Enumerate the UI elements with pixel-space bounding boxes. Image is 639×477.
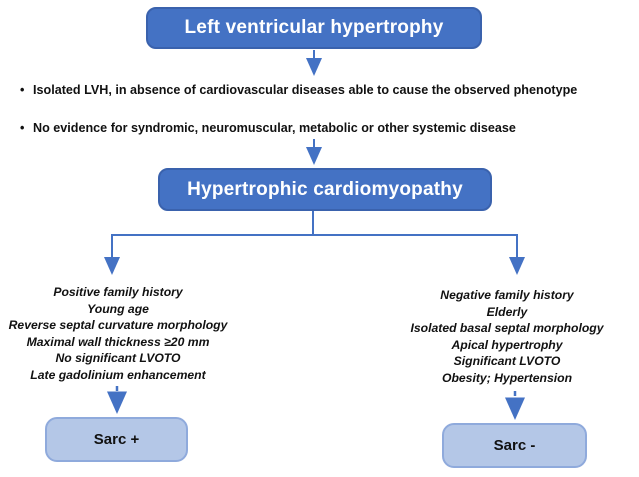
criteria-line: Elderly (486, 304, 528, 319)
bullet-icon: • (20, 121, 25, 135)
criteria-line: No significant LVOTO (55, 351, 181, 366)
lvh-node-label: Left ventricular hypertrophy (184, 17, 444, 38)
criteria-line: Apical hypertrophy (451, 337, 563, 352)
criteria-bullet-2: • No evidence for syndromic, neuromuscul… (20, 121, 625, 135)
criteria-bullet-1-text: Isolated LVH, in absence of cardiovascul… (33, 83, 578, 97)
criteria-bullet-1: • Isolated LVH, in absence of cardiovasc… (20, 83, 625, 97)
sarc-negative-label: Sarc - (493, 437, 536, 454)
criteria-line: Maximal wall thickness ≥20 mm (26, 334, 210, 349)
criteria-line: Late gadolinium enhancement (30, 367, 206, 382)
criteria-line: Significant LVOTO (453, 354, 561, 369)
hcm-node-label: Hypertrophic cardiomyopathy (187, 178, 463, 200)
criteria-line: Young age (87, 301, 149, 316)
criteria-line: Positive family history (53, 285, 183, 299)
criteria-bullet-2-text: No evidence for syndromic, neuromuscular… (33, 121, 516, 135)
sarc-positive-node: Sarc + (45, 417, 188, 462)
sarc-positive-label: Sarc + (93, 431, 140, 448)
bullet-icon: • (20, 83, 25, 97)
sarc-negative-criteria: Negative family history Elderly Isolated… (392, 287, 622, 387)
criteria-line: Obesity; Hypertension (441, 370, 573, 385)
sarc-negative-node: Sarc - (442, 423, 587, 468)
lvh-node: Left ventricular hypertrophy (146, 7, 482, 49)
criteria-line: Isolated basal septal morphology (410, 321, 604, 336)
criteria-line: Reverse septal curvature morphology (8, 318, 228, 333)
sarc-positive-criteria: Positive family history Young age Revers… (3, 284, 233, 384)
hcm-node: Hypertrophic cardiomyopathy (158, 168, 492, 211)
criteria-line: Negative family history (440, 288, 574, 302)
